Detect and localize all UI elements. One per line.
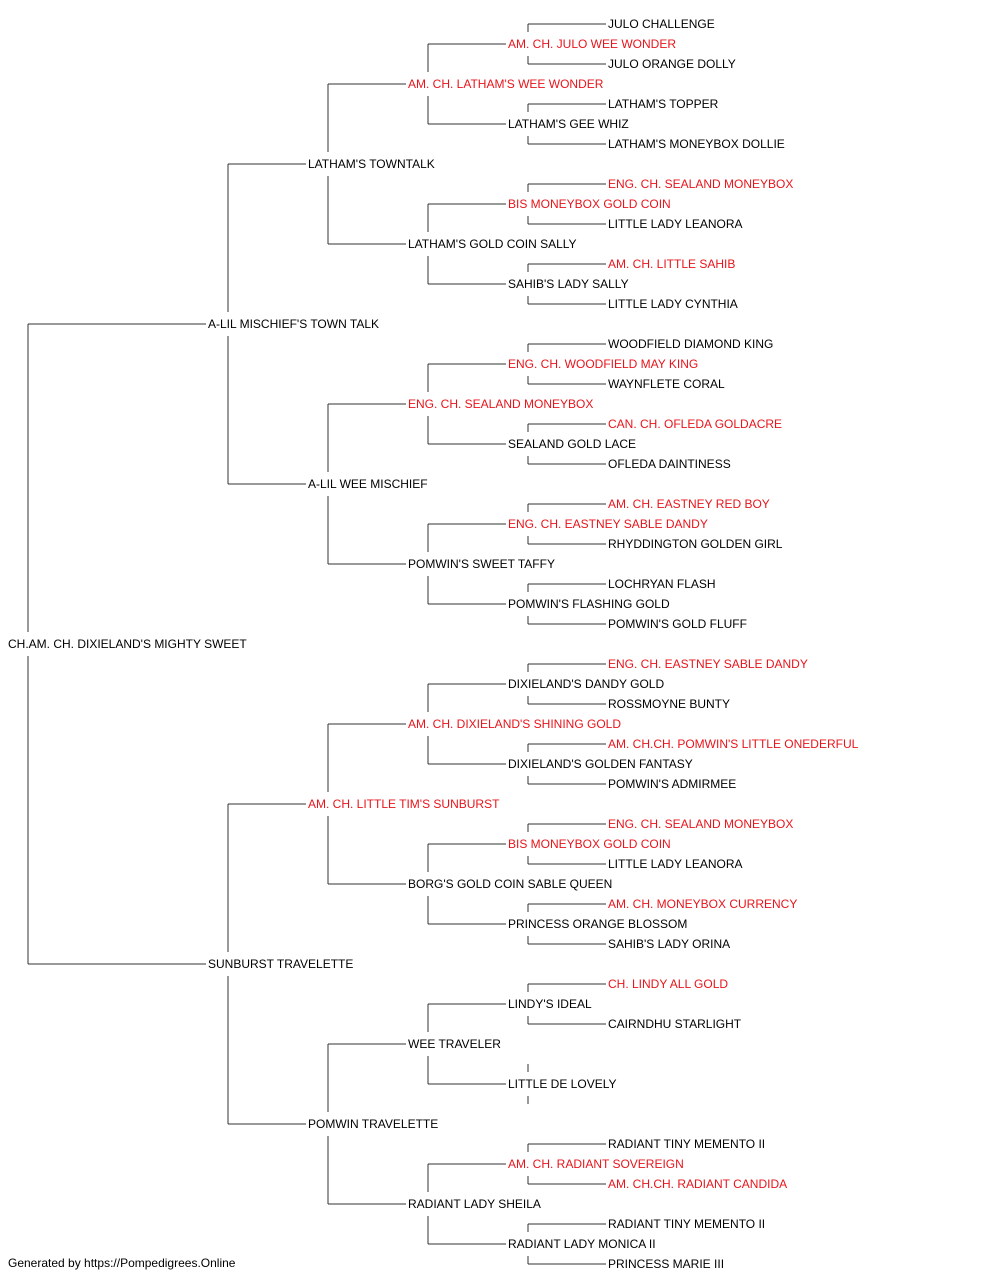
footer-credit: Generated by https://Pompedigrees.Online [8, 1256, 236, 1270]
subject-dog-name: CH.AM. CH. DIXIELAND'S MIGHTY SWEET [8, 637, 247, 651]
ancestor-name: DIXIELAND'S GOLDEN FANTASY [508, 757, 693, 771]
ancestor-name: POMWIN TRAVELETTE [308, 1117, 438, 1131]
ancestor-name: BIS MONEYBOX GOLD COIN [508, 837, 671, 851]
ancestor-name: SEALAND GOLD LACE [508, 437, 636, 451]
ancestor-name: ENG. CH. WOODFIELD MAY KING [508, 357, 698, 371]
ancestor-name: POMWIN'S FLASHING GOLD [508, 597, 670, 611]
ancestor-name: SUNBURST TRAVELETTE [208, 957, 353, 971]
ancestor-name: RADIANT TINY MEMENTO II [608, 1137, 765, 1151]
ancestor-name: LITTLE DE LOVELY [508, 1077, 617, 1091]
ancestor-name: AM. CH.CH. RADIANT CANDIDA [608, 1177, 787, 1191]
ancestor-name: LITTLE LADY LEANORA [608, 857, 743, 871]
ancestor-name: BORG'S GOLD COIN SABLE QUEEN [408, 877, 612, 891]
ancestor-name: WOODFIELD DIAMOND KING [608, 337, 773, 351]
ancestor-name: AM. CH. RADIANT SOVEREIGN [508, 1157, 684, 1171]
ancestor-name: AM. CH.CH. POMWIN'S LITTLE ONEDERFUL [608, 737, 859, 751]
ancestor-name: AM. CH. MONEYBOX CURRENCY [608, 897, 797, 911]
ancestor-name: SAHIB'S LADY SALLY [508, 277, 629, 291]
ancestor-name: ENG. CH. EASTNEY SABLE DANDY [508, 517, 708, 531]
ancestor-name: CAIRNDHU STARLIGHT [608, 1017, 742, 1031]
ancestor-name: RADIANT LADY MONICA II [508, 1237, 656, 1251]
ancestor-name: ENG. CH. SEALAND MONEYBOX [608, 817, 793, 831]
ancestor-name: JULO CHALLENGE [608, 17, 715, 31]
ancestor-name: RHYDDINGTON GOLDEN GIRL [608, 537, 783, 551]
ancestor-name: ENG. CH. EASTNEY SABLE DANDY [608, 657, 808, 671]
ancestor-name: AM. CH. LATHAM'S WEE WONDER [408, 77, 604, 91]
ancestor-name: A-LIL MISCHIEF'S TOWN TALK [208, 317, 379, 331]
ancestor-name: SAHIB'S LADY ORINA [608, 937, 730, 951]
ancestor-name: POMWIN'S ADMIRMEE [608, 777, 736, 791]
ancestor-name: CAN. CH. OFLEDA GOLDACRE [608, 417, 782, 431]
ancestor-name: AM. CH. JULO WEE WONDER [508, 37, 676, 51]
ancestor-name: WEE TRAVELER [408, 1037, 501, 1051]
ancestor-name: POMWIN'S SWEET TAFFY [408, 557, 555, 571]
ancestor-name: ENG. CH. SEALAND MONEYBOX [408, 397, 593, 411]
ancestor-name: AM. CH. EASTNEY RED BOY [608, 497, 770, 511]
ancestor-name: LOCHRYAN FLASH [608, 577, 716, 591]
ancestor-name: RADIANT LADY SHEILA [408, 1197, 541, 1211]
ancestor-name: LITTLE LADY CYNTHIA [608, 297, 738, 311]
ancestor-name: AM. CH. DIXIELAND'S SHINING GOLD [408, 717, 621, 731]
ancestor-name: WAYNFLETE CORAL [608, 377, 725, 391]
ancestor-name: POMWIN'S GOLD FLUFF [608, 617, 747, 631]
ancestor-name: LATHAM'S MONEYBOX DOLLIE [608, 137, 785, 151]
ancestor-name: BIS MONEYBOX GOLD COIN [508, 197, 671, 211]
ancestor-name: PRINCESS ORANGE BLOSSOM [508, 917, 687, 931]
ancestor-name: LINDY'S IDEAL [508, 997, 592, 1011]
ancestor-name: OFLEDA DAINTINESS [608, 457, 731, 471]
ancestor-name: LITTLE LADY LEANORA [608, 217, 743, 231]
ancestor-name: JULO ORANGE DOLLY [608, 57, 736, 71]
ancestor-name: LATHAM'S TOPPER [608, 97, 719, 111]
ancestor-name: LATHAM'S GEE WHIZ [508, 117, 629, 131]
ancestor-name: CH. LINDY ALL GOLD [608, 977, 728, 991]
ancestor-name: LATHAM'S GOLD COIN SALLY [408, 237, 577, 251]
ancestor-name: ROSSMOYNE BUNTY [608, 697, 730, 711]
ancestor-name: RADIANT TINY MEMENTO II [608, 1217, 765, 1231]
ancestor-name: ENG. CH. SEALAND MONEYBOX [608, 177, 793, 191]
ancestor-name: DIXIELAND'S DANDY GOLD [508, 677, 664, 691]
ancestor-name: PRINCESS MARIE III [608, 1257, 724, 1271]
ancestor-name: LATHAM'S TOWNTALK [308, 157, 435, 171]
ancestor-name: A-LIL WEE MISCHIEF [308, 477, 428, 491]
ancestor-name: AM. CH. LITTLE TIM'S SUNBURST [308, 797, 500, 811]
ancestor-name: AM. CH. LITTLE SAHIB [608, 257, 735, 271]
